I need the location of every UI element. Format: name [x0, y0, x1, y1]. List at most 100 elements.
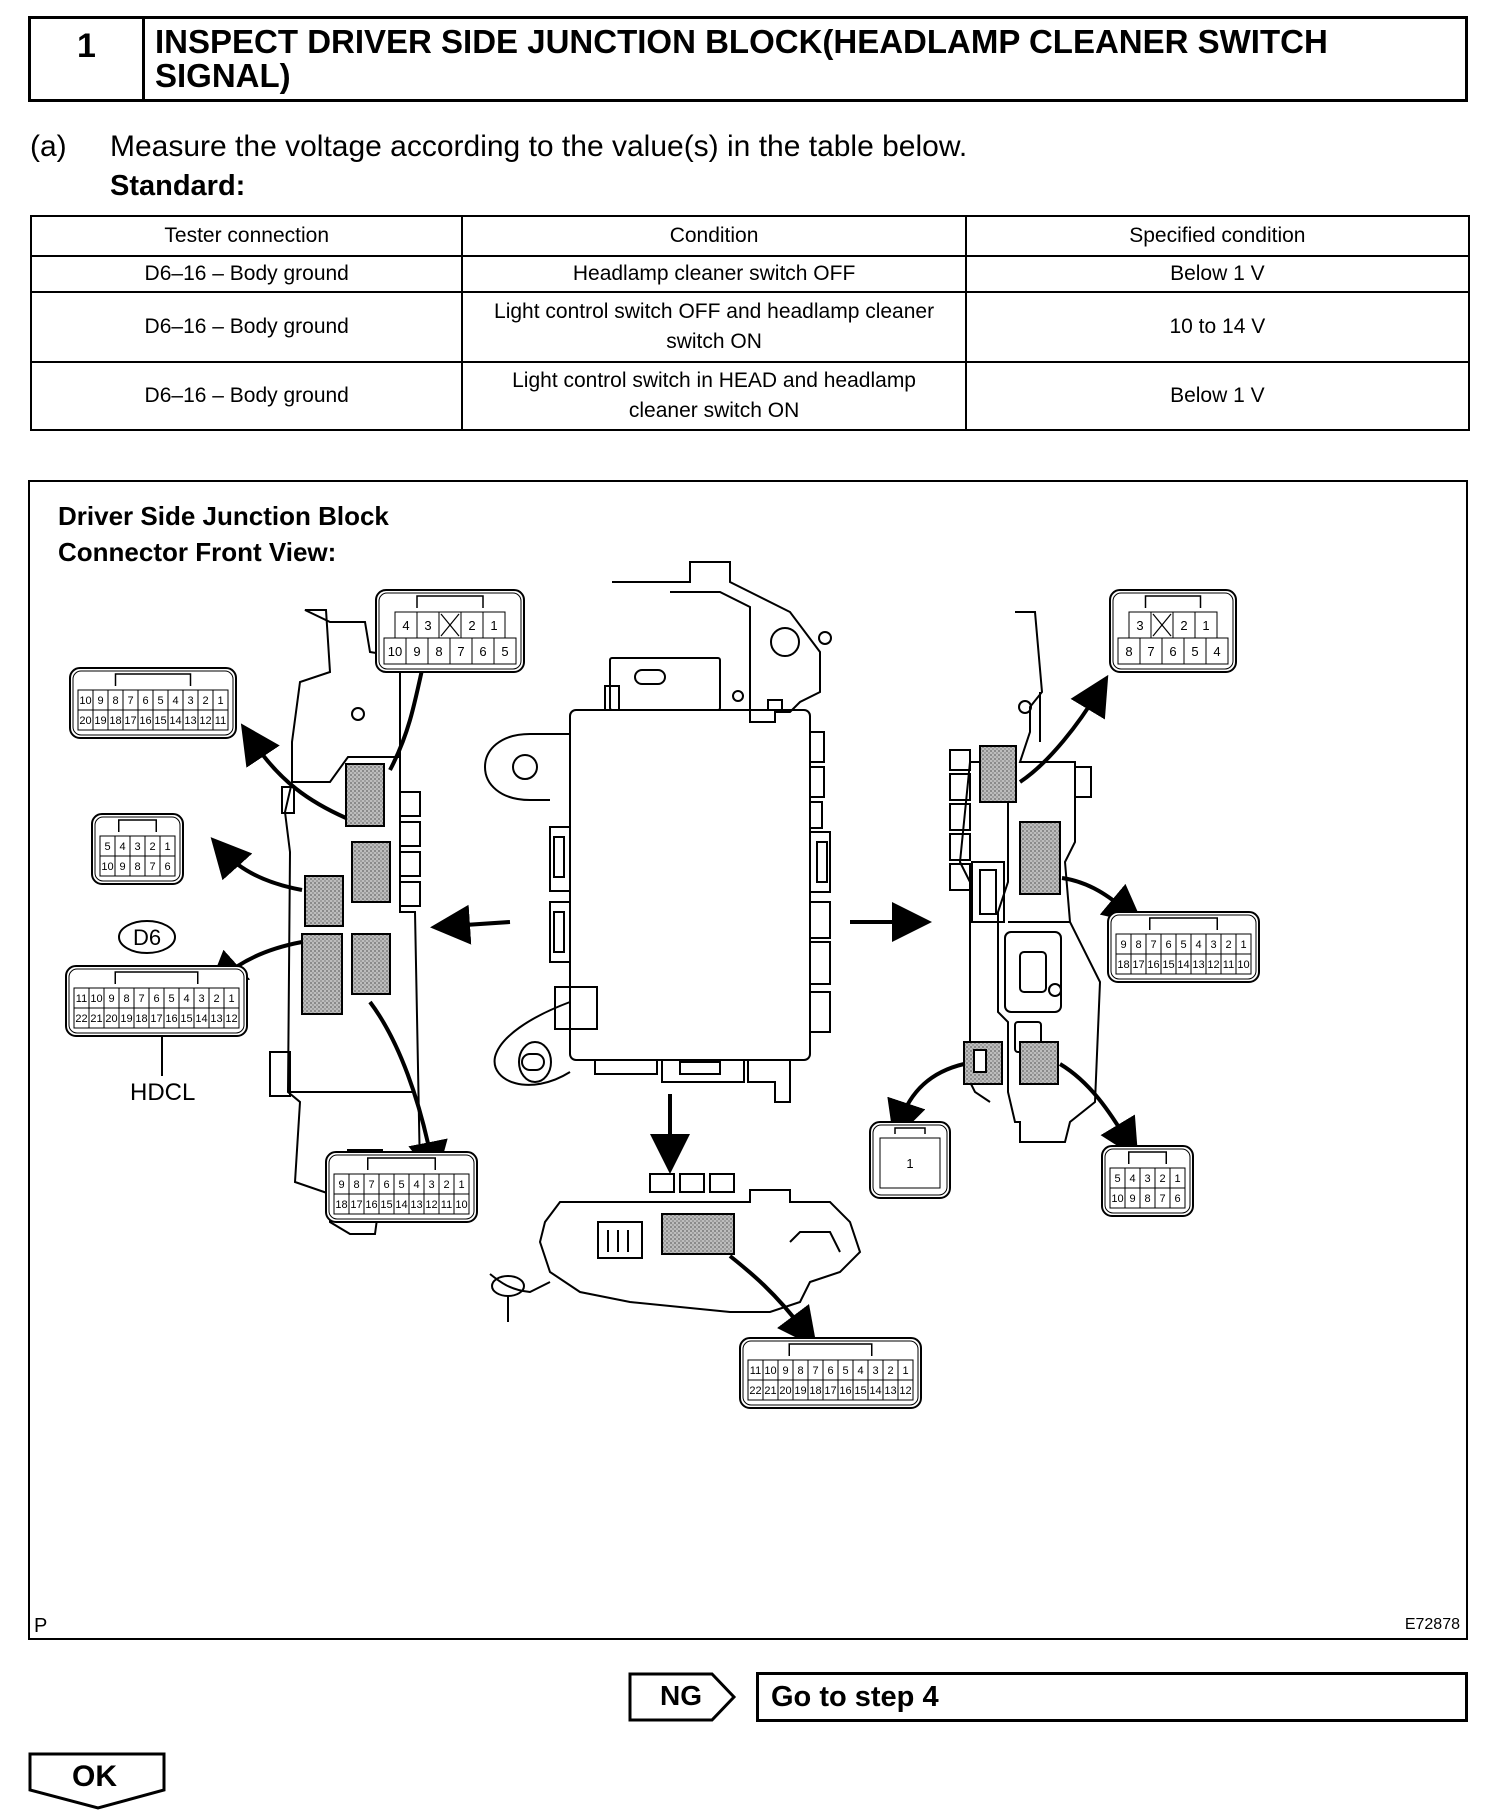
- goto-step: Go to step 4: [756, 1672, 1468, 1722]
- connector-pin-label: 7: [149, 861, 155, 873]
- connector-pin-label: 6: [142, 695, 148, 707]
- connector-pin-label: 8: [1125, 644, 1132, 659]
- connector-pin-label: 11: [441, 1199, 452, 1211]
- table-header: Specified condition: [964, 215, 1471, 257]
- connector-pin-label: 6: [1165, 939, 1171, 951]
- step-number: 1: [31, 19, 145, 99]
- connector-pin-label: 12: [899, 1385, 911, 1397]
- right-block-socket: [979, 745, 1017, 803]
- connector-pin-label: 14: [395, 1199, 407, 1211]
- connector-latch: [114, 971, 199, 984]
- connector-pin-label: 10: [1237, 959, 1249, 971]
- connector-pin-label: 1: [1174, 1173, 1180, 1185]
- table-header: Condition: [461, 215, 967, 257]
- connector-pin-label: 9: [108, 993, 114, 1005]
- connector-pin-label: 5: [1191, 644, 1198, 659]
- spec-table: Tester connection Condition Specified co…: [29, 215, 1471, 431]
- connector-pin-label: 13: [884, 1385, 896, 1397]
- instruction-label: (a): [30, 130, 67, 163]
- connector-pin-label: 8: [112, 695, 118, 707]
- connector-pin-cell: [493, 637, 517, 665]
- connector-inner-rim: [1104, 1148, 1191, 1214]
- connector-pin-label: 6: [164, 861, 170, 873]
- condition-line: Light control switch in HEAD and headlam…: [512, 369, 916, 392]
- bottom-block-body: [489, 1173, 862, 1322]
- blank-pin-mark: [1152, 613, 1172, 637]
- connector-pin-label: 3: [872, 1365, 878, 1377]
- connector-pin-label: 8: [1144, 1193, 1150, 1205]
- figure-title: Driver Side Junction Block Connector Fro…: [58, 498, 389, 570]
- connector-pin-label: 7: [812, 1365, 818, 1377]
- connector-pin-label: 18: [135, 1013, 147, 1025]
- connector-pin-label: 2: [1159, 1173, 1165, 1185]
- connector-latch: [1128, 1151, 1167, 1164]
- connector-pin-label: 6: [827, 1365, 833, 1377]
- instruction: (a) Measure the voltage according to the …: [30, 130, 967, 164]
- connector-pin-label: 7: [1159, 1193, 1165, 1205]
- connector-pin-label: 8: [1135, 939, 1141, 951]
- connector-pin-label: 3: [424, 618, 431, 633]
- connector-pin-label: 22: [749, 1385, 761, 1397]
- ok-tag: OK: [28, 1752, 168, 1810]
- connector-pin-label: 16: [1147, 959, 1159, 971]
- connector-pin-label: 7: [457, 644, 464, 659]
- connector-pin-cell: [453, 1193, 470, 1215]
- connector-pin-label: 5: [168, 993, 174, 1005]
- tester-cell: D6–16 – Body ground: [29, 255, 464, 293]
- connector-pin-label: 16: [839, 1385, 851, 1397]
- connector-inner-rim: [1110, 914, 1257, 980]
- blank-pin-mark: [440, 613, 460, 637]
- figure-corner-mark: P: [34, 1615, 48, 1637]
- connector-pin-label: 3: [1136, 618, 1143, 633]
- connector-pin-label: 3: [198, 993, 204, 1005]
- connector-pin-cell: [1205, 637, 1229, 665]
- connector-pin-label: 21: [90, 1013, 102, 1025]
- connector-latch: [894, 1127, 926, 1134]
- connector-pin-label: 7: [1150, 939, 1156, 951]
- connector-pin-label: 17: [150, 1013, 162, 1025]
- connector-pin-label: 15: [180, 1013, 192, 1025]
- connector-latch: [788, 1343, 873, 1356]
- connector-latch: [118, 819, 157, 832]
- connector-pin-label: 4: [1129, 1173, 1135, 1185]
- connector-pin-label: 22: [75, 1013, 87, 1025]
- figure-code: E72878: [1404, 1616, 1460, 1633]
- connector-pin-label: 3: [187, 695, 193, 707]
- junction-block-figure: Driver Side Junction Block Connector Fro…: [28, 480, 1468, 1640]
- table-row: D6–16 – Body ground Light control switch…: [29, 361, 1471, 431]
- connector-pin-label: 6: [383, 1179, 389, 1191]
- connector-pin-label: 14: [869, 1385, 881, 1397]
- connector-pin-label: 12: [225, 1013, 237, 1025]
- connector-pin-label: 20: [779, 1385, 791, 1397]
- connector-latch: [114, 673, 192, 686]
- connector-pin-label: 7: [368, 1179, 374, 1191]
- connector-pin-label: 10: [101, 861, 113, 873]
- connector-pin-label: 11: [215, 715, 226, 727]
- connector-pin-label: 2: [149, 841, 155, 853]
- connector-pin-label: 2: [1225, 939, 1231, 951]
- connector-pin-label: 2: [887, 1365, 893, 1377]
- connector-pin-label: 8: [797, 1365, 803, 1377]
- connector-pin-label: 1: [902, 1365, 908, 1377]
- connector-pin-label: 11: [750, 1365, 761, 1377]
- connector-inner-rim: [94, 816, 181, 882]
- connector-pin-label: 1: [458, 1179, 464, 1191]
- connector-pin-label: 12: [425, 1199, 437, 1211]
- connector-pin-label: 1: [1202, 618, 1209, 633]
- instruction-text: Measure the voltage according to the val…: [110, 130, 968, 163]
- connector-pin-label: 4: [1213, 644, 1220, 659]
- table-header: Tester connection: [29, 215, 464, 257]
- connector-pin-label: 10: [388, 644, 402, 659]
- left-block-socket: [301, 933, 343, 1015]
- tester-cell: D6–16 – Body ground: [29, 361, 464, 431]
- connector-pin-label: 6: [479, 644, 486, 659]
- ok-label: OK: [72, 1760, 117, 1793]
- connector-pin-label: 8: [435, 644, 442, 659]
- connector-pin-label: 17: [350, 1199, 362, 1211]
